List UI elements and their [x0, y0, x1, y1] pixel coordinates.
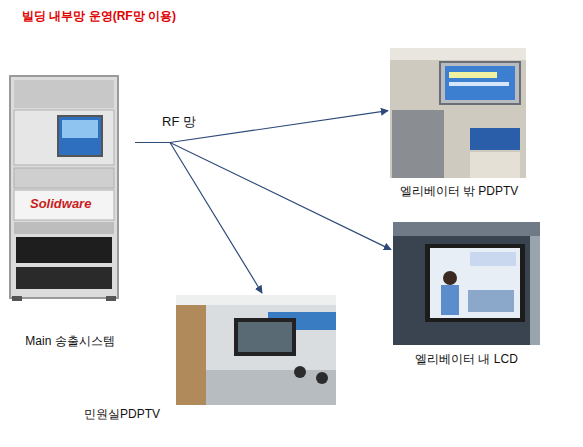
photo-ground — [176, 295, 336, 405]
rack-frame — [10, 76, 118, 298]
rack-unit — [16, 237, 112, 263]
logo-panel — [14, 190, 114, 220]
tv-frame — [234, 318, 296, 356]
photo-ground — [393, 222, 540, 345]
rack-screen-window — [62, 120, 98, 138]
rack-unit — [16, 267, 112, 289]
ceiling — [176, 295, 336, 305]
rack-foot — [12, 296, 22, 301]
ceiling — [390, 48, 526, 60]
rack-foot — [106, 296, 116, 301]
lcd-frame — [425, 244, 525, 322]
pillar — [176, 305, 206, 405]
photo-caption: 엘리베이터 내 LCD — [415, 352, 518, 366]
wall-sign — [470, 128, 520, 150]
rf-arrow — [135, 143, 391, 250]
screen-content — [470, 252, 516, 266]
photo-node: 엘리베이터 내 LCD — [391, 220, 542, 368]
rf-arrow — [135, 143, 262, 294]
rack-panel — [14, 80, 114, 108]
person-head — [294, 366, 306, 378]
title: 빌딩 내부망 운영(RF망 이용) — [22, 8, 176, 25]
screen-content — [468, 290, 514, 312]
monitor-frame — [440, 62, 520, 104]
screen-content — [449, 82, 509, 86]
photo-civil-room — [176, 295, 336, 405]
wall-panel — [530, 236, 540, 345]
elevator-door — [392, 110, 444, 178]
monitor-screen — [445, 66, 515, 100]
person-head — [316, 372, 328, 384]
tv-screen — [238, 322, 292, 352]
lcd-screen — [430, 248, 520, 318]
ceiling — [393, 222, 540, 236]
network-label: RF 망 — [162, 114, 196, 130]
rack-panel — [14, 222, 114, 234]
photo-elevator-inside — [393, 222, 540, 345]
counter — [206, 370, 336, 405]
brand-logo: Solidware — [30, 196, 91, 212]
rack-illustration — [10, 76, 118, 301]
wall-board — [470, 152, 520, 178]
rf-arrow — [135, 111, 388, 143]
rack-panel — [14, 110, 114, 165]
rack-panel — [14, 168, 114, 188]
photo-node: 민원실PDPTV — [80, 293, 340, 425]
photo-caption: Main 송출시스템 — [25, 334, 114, 348]
photo-caption: 엘리베이터 밖 PDPTV — [400, 184, 519, 198]
person-body — [441, 285, 459, 315]
photo-elevator-outside — [390, 48, 526, 178]
rack-screen — [58, 116, 102, 156]
photo-node: 엘리베이터 밖 PDPTV — [388, 46, 530, 200]
photo-ground — [390, 48, 526, 178]
person-head — [443, 271, 457, 285]
photo-caption: 민원실PDPTV — [84, 407, 160, 421]
photo-node: Main 송출시스템 — [5, 72, 135, 354]
screen-content — [449, 72, 497, 78]
